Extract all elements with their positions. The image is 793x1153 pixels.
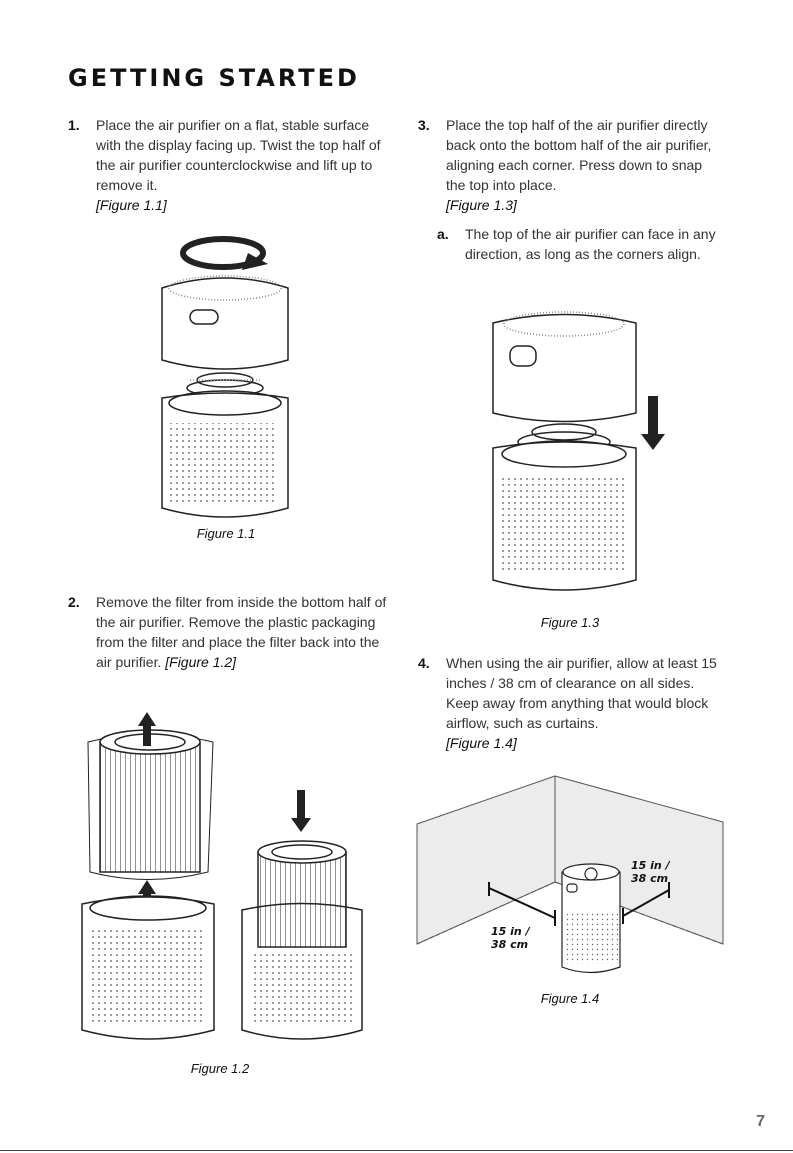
step-1: 1. Place the air purifier on a flat, sta… (68, 115, 388, 215)
substep-body: The top of the air purifier can face in … (465, 226, 716, 262)
step-body: Remove the filter from inside the bottom… (96, 592, 388, 672)
figure-1-1-illustration (161, 236, 289, 518)
step-number: 4. (418, 655, 430, 671)
figure-1-4-caption: Figure 1.4 (540, 991, 600, 1006)
step-4: 4. When using the air purifier, allow at… (418, 653, 718, 753)
figure-1-4-illustration: 15 in / 38 cm 15 in / 38 cm (416, 775, 724, 974)
step-body: Place the air purifier on a flat, stable… (96, 115, 388, 215)
step-text: Place the top half of the air purifier d… (446, 117, 712, 193)
step-3: 3. Place the top half of the air purifie… (418, 115, 718, 215)
rotation-arrow-icon (180, 236, 266, 270)
clearance-label-left-line2: 38 cm (491, 938, 528, 951)
substep-a: a. The top of the air purifier can face … (437, 224, 717, 264)
top-dial (584, 867, 598, 881)
figure-reference: [Figure 1.3] (446, 197, 517, 213)
step-2: 2. Remove the filter from inside the bot… (68, 592, 388, 672)
step-text: Remove the filter from inside the bottom… (96, 594, 387, 670)
step-text: When using the air purifier, allow at le… (446, 655, 717, 731)
step-number: 3. (418, 117, 430, 133)
display-panel (189, 309, 219, 325)
figure-1-2-caption: Figure 1.2 (190, 1061, 250, 1076)
display-panel (509, 345, 537, 367)
step-number: 2. (68, 594, 80, 610)
step-body: Place the top half of the air purifier d… (446, 115, 718, 215)
press-down-arrow-icon (641, 396, 665, 450)
figure-reference: [Figure 1.1] (96, 197, 167, 213)
figure-reference: [Figure 1.4] (446, 735, 517, 751)
figure-reference: [Figure 1.2] (165, 654, 237, 670)
page-title: GETTING STARTED (68, 64, 360, 92)
clearance-label-right-line2: 38 cm (631, 872, 668, 885)
figure-1-2-illustration (81, 712, 363, 1040)
figure-1-1-caption: Figure 1.1 (196, 526, 256, 541)
page-number: 7 (756, 1113, 765, 1130)
figure-1-3-caption: Figure 1.3 (540, 615, 600, 630)
step-text: Place the air purifier on a flat, stable… (96, 117, 381, 193)
right-wall (554, 775, 724, 945)
insert-arrow-icon (291, 790, 311, 832)
step-number: 1. (68, 117, 80, 133)
figure-1-3-illustration (492, 311, 665, 591)
lift-arrow-icon (138, 712, 156, 746)
footer-rule (0, 1150, 793, 1151)
clearance-label-right-line1: 15 in / (631, 859, 671, 872)
left-wall (416, 775, 556, 945)
step-body: When using the air purifier, allow at le… (446, 653, 718, 753)
substep-letter: a. (437, 226, 449, 242)
clearance-label-left-line1: 15 in / (491, 925, 531, 938)
